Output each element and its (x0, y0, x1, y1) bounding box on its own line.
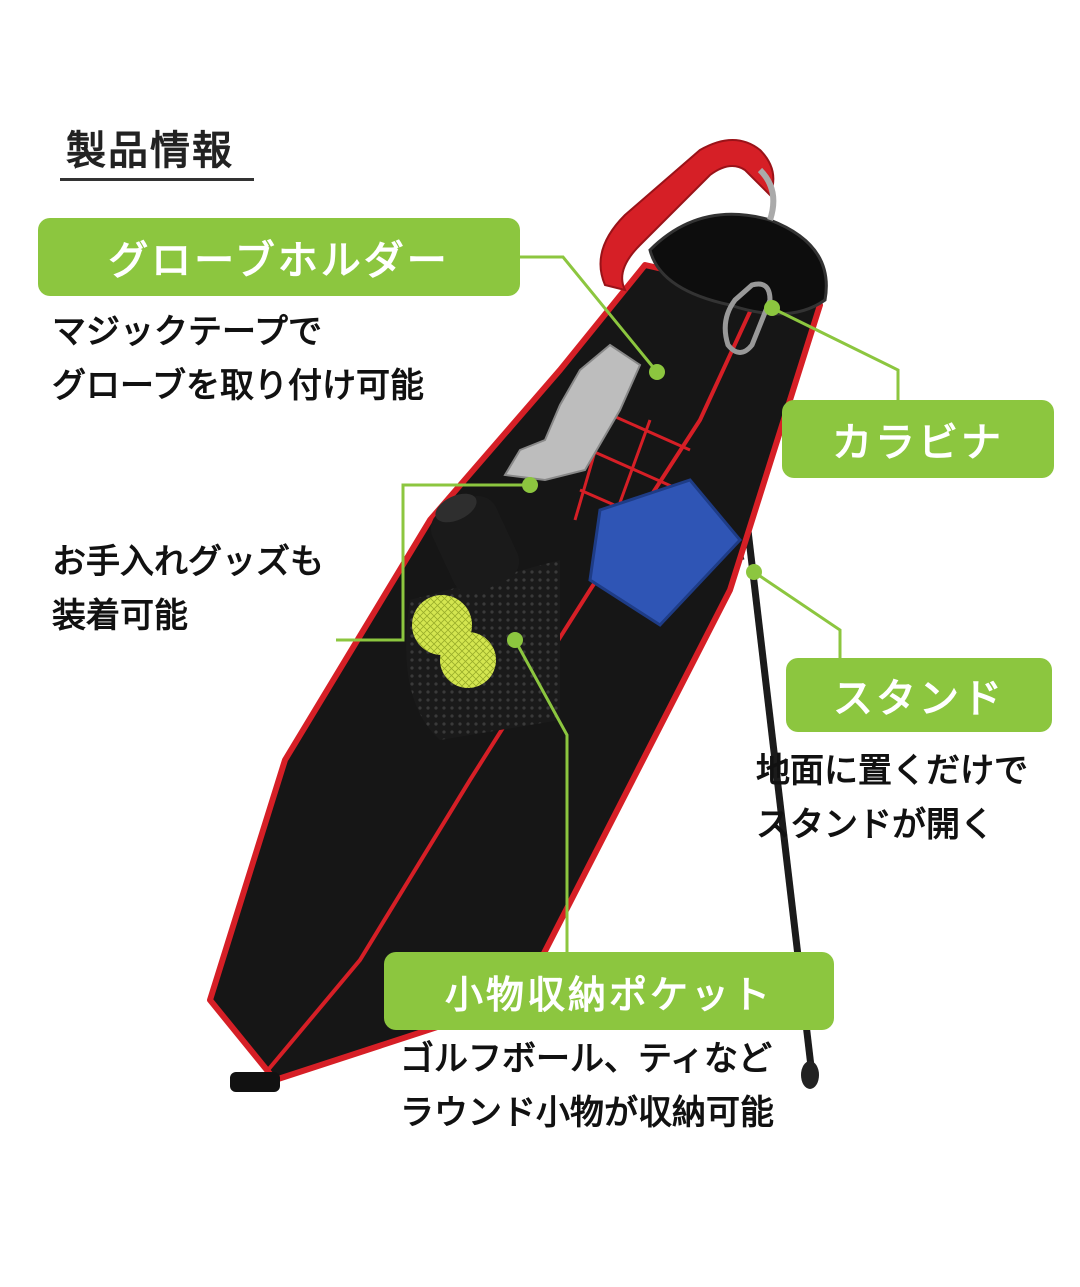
carabiner-label: カラビナ (782, 400, 1054, 478)
glove-holder-desc-line1: マジックテープで (52, 312, 322, 352)
stand-desc: 地面に置くだけで スタンドが開く (756, 744, 1028, 852)
stand-label: スタンド (786, 658, 1052, 732)
callout-leaders (336, 255, 900, 952)
glove-holder-desc: マジックテープで グローブを取り付け可能 (52, 305, 424, 413)
care-goods-desc-line2: 装着可能 (52, 596, 188, 636)
title-underline (60, 178, 254, 181)
care-goods-desc-line1: お手入れグッズも (52, 542, 324, 582)
pocket-label-text: 小物収納ポケット (444, 972, 773, 1017)
golf-balls-icon (412, 595, 496, 688)
pocket-desc-line1: ゴルフボール、ティなど (400, 1039, 772, 1079)
page-title: 製品情報 (66, 128, 234, 174)
glove-holder-label-text: グローブホルダー (108, 238, 450, 284)
red-handle (599, 139, 775, 292)
stand-desc-line1: 地面に置くだけで (756, 751, 1028, 791)
stand-desc-line2: スタンドが開く (756, 805, 994, 845)
care-goods-desc: お手入れグッズも 装着可能 (52, 535, 324, 643)
stand-label-text: スタンド (833, 676, 1005, 722)
pocket-desc-line2: ラウンド小物が収納可能 (400, 1093, 774, 1133)
glove-holder-label: グローブホルダー (38, 218, 520, 296)
pocket-label: 小物収納ポケット (384, 952, 834, 1030)
towel-icon (588, 478, 743, 627)
cleaning-tool-icon (430, 493, 520, 594)
pocket-desc: ゴルフボール、ティなど ラウンド小物が収納可能 (400, 1032, 774, 1140)
glove-icon (503, 343, 642, 482)
carabiner-icon (722, 281, 773, 355)
carabiner-label-text: カラビナ (832, 420, 1004, 466)
callout-dots (507, 300, 780, 648)
glove-holder-desc-line2: グローブを取り付け可能 (52, 366, 424, 406)
